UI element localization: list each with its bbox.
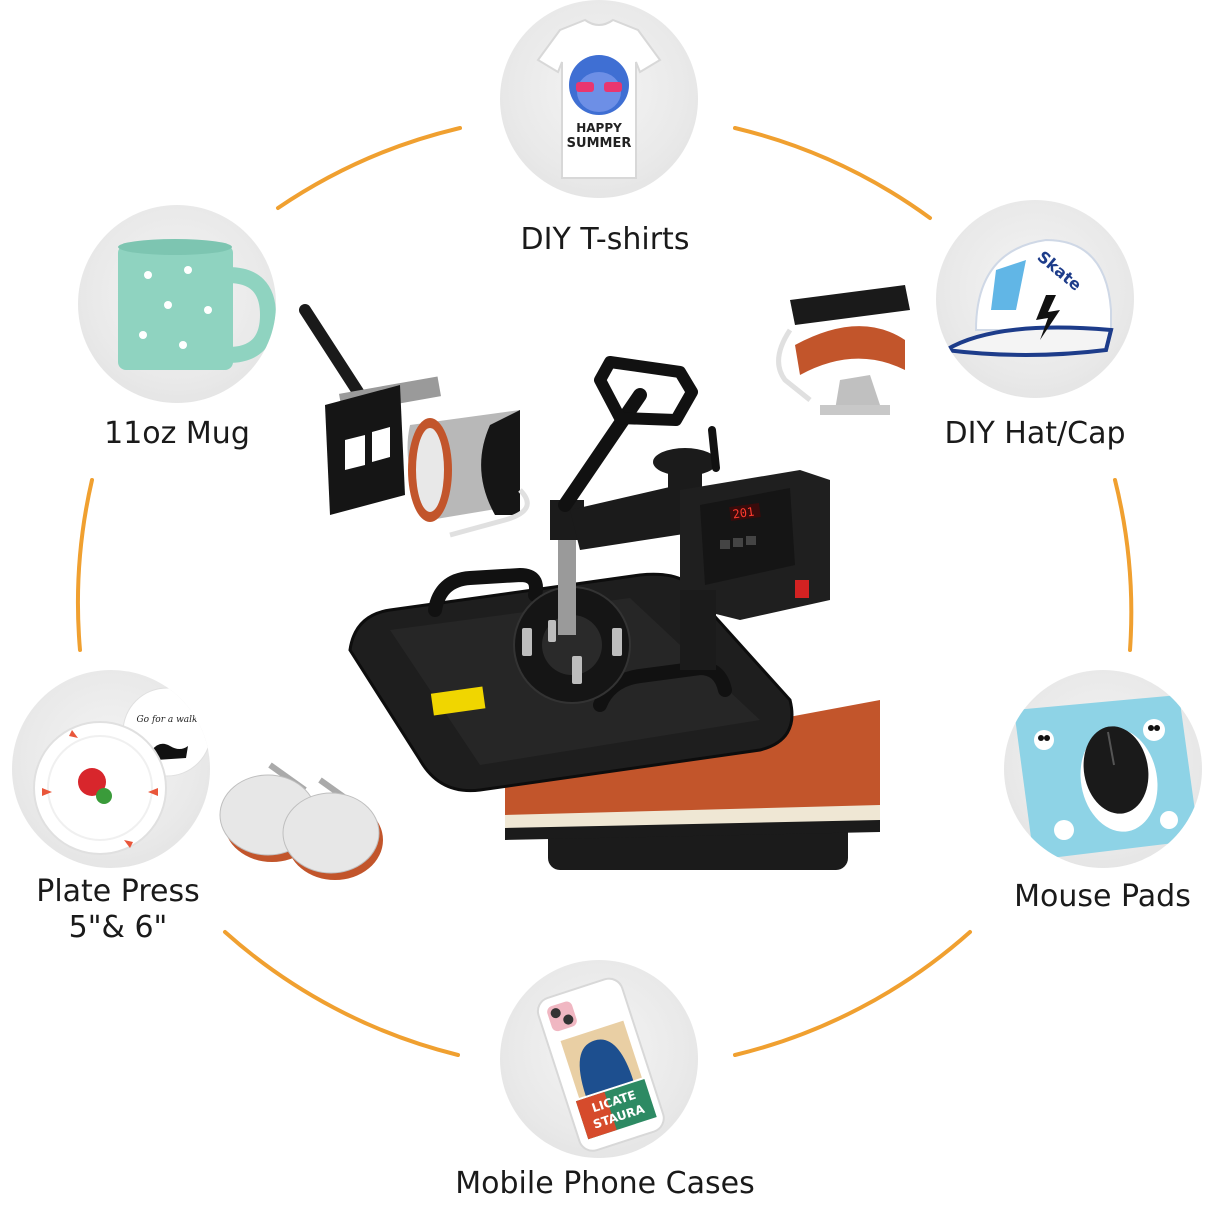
hat-circle: Skate: [936, 200, 1134, 398]
tshirt-icon: HAPPY SUMMER: [536, 18, 662, 179]
tshirt-print-line2: SUMMER: [567, 136, 632, 151]
ring-arc-top-left: [276, 126, 462, 210]
label-plate-line2: 5"& 6": [68, 910, 168, 945]
plate-icon: Go for a walk: [33, 687, 210, 855]
ring-arc-left: [76, 478, 94, 652]
tshirt-print-line1: HAPPY: [576, 121, 622, 135]
label-phone: Mobile Phone Cases: [455, 1166, 755, 1201]
plate-print: Go for a walk: [136, 715, 197, 725]
power-switch: [795, 580, 809, 598]
display-readout: 201: [732, 505, 755, 522]
mug-icon: [118, 239, 276, 370]
label-hat: DIY Hat/Cap: [944, 416, 1126, 451]
ring-arc-right: [1113, 478, 1134, 652]
ring-arc-bottom-right: [733, 930, 972, 1057]
ring-arc-top-right: [733, 126, 932, 220]
phone-circle: LICATE STAURA: [500, 960, 698, 1158]
mousepad-icon: [1014, 695, 1199, 860]
label-tshirts: DIY T-shirts: [520, 222, 690, 257]
label-mousepad: Mouse Pads: [1014, 879, 1191, 914]
cap-icon: Skate: [939, 238, 1114, 357]
label-mug: 11oz Mug: [104, 416, 250, 451]
mug-circle: [78, 205, 276, 403]
temperature-display: [729, 502, 761, 522]
lever-grip: [594, 356, 698, 426]
label-plate: Plate Press 5"& 6": [20, 874, 216, 946]
warning-sticker: [430, 686, 486, 716]
phone-case-icon: LICATE STAURA: [536, 977, 665, 1152]
ring-arc-bottom-left: [223, 930, 460, 1057]
plate-circle: Go for a walk: [12, 670, 210, 868]
mousepad-circle: [1004, 670, 1202, 868]
label-plate-line1: Plate Press: [36, 874, 200, 909]
tshirt-circle: HAPPY SUMMER: [500, 0, 698, 198]
